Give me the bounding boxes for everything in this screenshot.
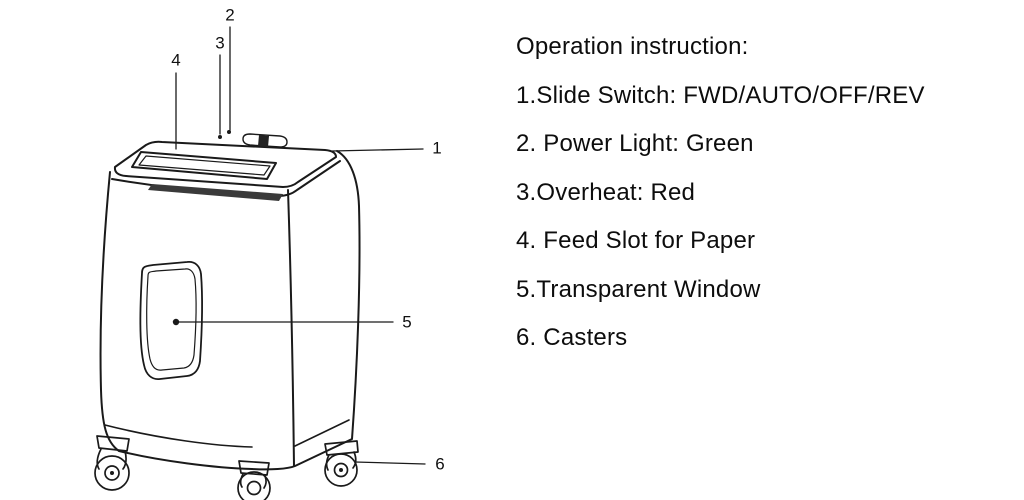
transparent-window bbox=[139, 261, 203, 380]
casters bbox=[94, 435, 359, 500]
leader-line-6 bbox=[354, 461, 426, 465]
feed-slot bbox=[131, 151, 283, 201]
instruction-line-casters: 6. Casters bbox=[516, 324, 628, 351]
callout-3-overheat: 3 bbox=[215, 33, 225, 53]
instruction-line-feed-slot: 4. Feed Slot for Paper bbox=[516, 227, 756, 254]
instruction-line-window: 5.Transparent Window bbox=[516, 275, 761, 303]
instruction-line-power-light: 2. Power Light: Green bbox=[516, 130, 754, 157]
slide-switch bbox=[218, 130, 288, 148]
instruction-line-overheat: 3.Overheat: Red bbox=[516, 178, 696, 206]
shredder-diagram: 1 2 3 4 5 6 bbox=[0, 0, 500, 500]
callout-1-slide-switch: 1 bbox=[432, 138, 442, 158]
instructions-panel: Operation instruction: 1.Slide Switch: F… bbox=[516, 23, 1016, 363]
instruction-line-slide-switch: 1.Slide Switch: FWD/AUTO/OFF/REV bbox=[516, 81, 925, 109]
leader-lines bbox=[172, 26, 426, 465]
leader-line-1 bbox=[331, 148, 424, 152]
shredder-illustration bbox=[94, 26, 426, 500]
power-light-dot bbox=[227, 130, 231, 134]
callout-6-casters: 6 bbox=[435, 454, 445, 474]
callout-2-power-light: 2 bbox=[225, 5, 235, 25]
overheat-light-dot bbox=[218, 135, 222, 139]
callout-5-window: 5 bbox=[402, 312, 412, 332]
instructions-title: Operation instruction: bbox=[516, 33, 749, 60]
callout-4-feed-slot: 4 bbox=[171, 50, 181, 70]
leader-dot-5 bbox=[172, 318, 180, 326]
